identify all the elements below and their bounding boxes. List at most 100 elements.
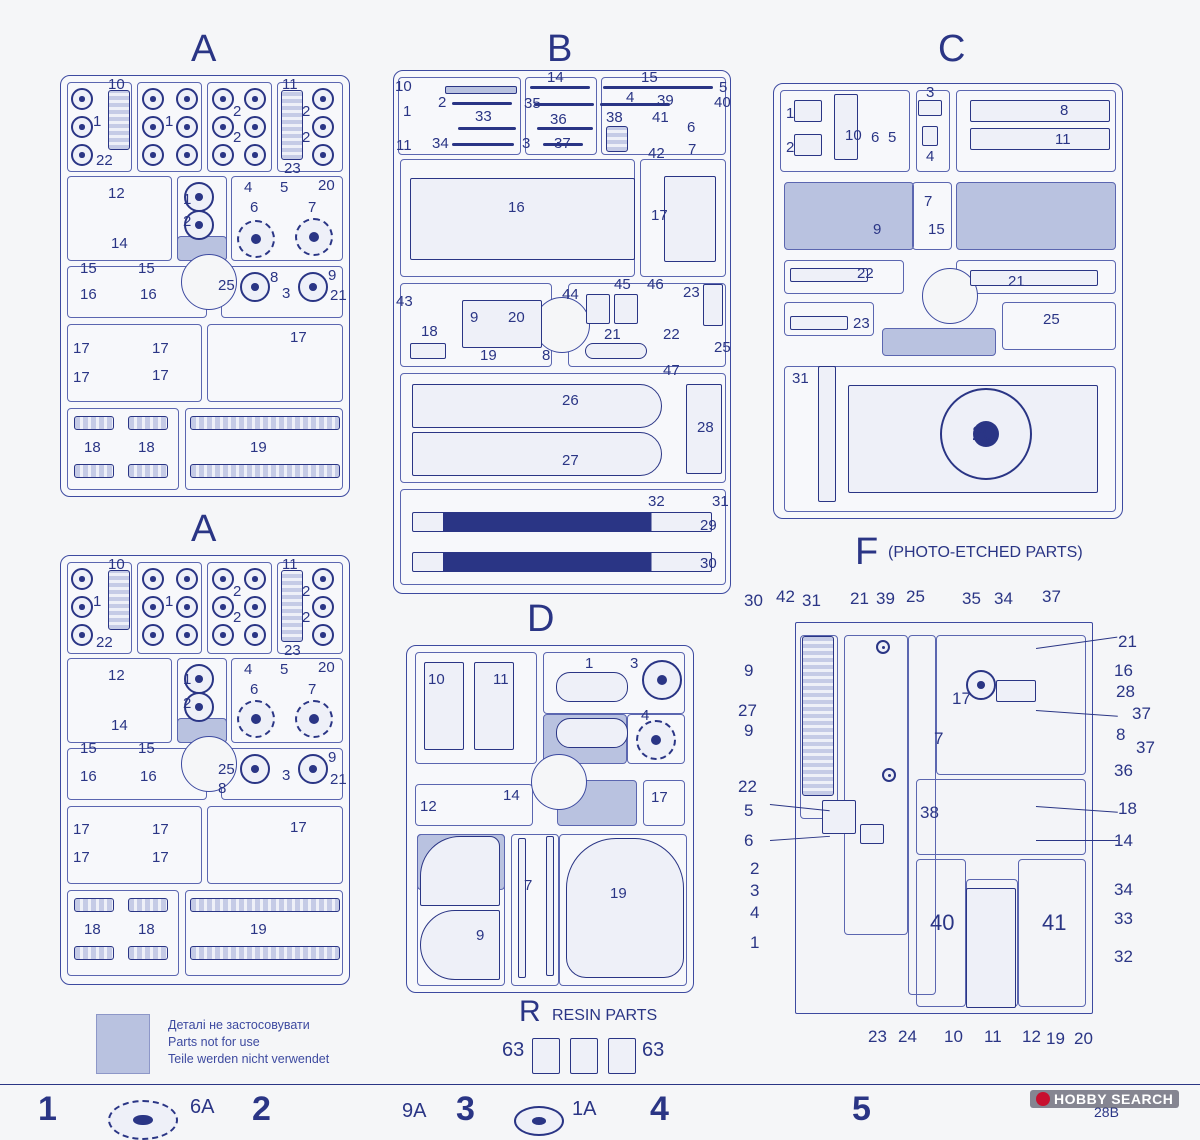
- logo-text: HOBBY SEARCH: [1054, 1091, 1174, 1107]
- d-cell-doors: [415, 652, 537, 764]
- part-number: 7: [934, 729, 944, 748]
- a2-cell-wheels-4: [277, 562, 343, 654]
- road-wheel-icon: [71, 568, 93, 590]
- part-number: 15: [928, 221, 945, 238]
- c-cell-small: [916, 90, 950, 172]
- part-number: 11: [493, 671, 509, 688]
- part-number: 1: [93, 113, 102, 130]
- part-number: 25: [1043, 311, 1060, 328]
- part-number: 5: [888, 129, 897, 146]
- part-number: 12: [1022, 1027, 1041, 1046]
- part-number: 38: [920, 803, 939, 822]
- spoked-wheel-icon: [240, 754, 270, 784]
- part-number: 9: [476, 927, 485, 944]
- part-number: 39: [657, 92, 674, 109]
- part-number: 18: [84, 439, 101, 456]
- c-cell-unused-2: [956, 182, 1116, 250]
- part-number: 32: [1114, 947, 1133, 966]
- road-wheel-icon: [142, 88, 164, 110]
- part-number: 16: [508, 199, 525, 216]
- part-number: 4: [626, 89, 635, 106]
- track-link-icon: [74, 416, 114, 430]
- d-cell-mantlet: [417, 834, 505, 986]
- part-number: 21: [850, 589, 869, 608]
- rod-icon: [543, 143, 583, 146]
- step-ref: 9A: [402, 1100, 427, 1122]
- a2-cell-links-2: [207, 806, 343, 884]
- spoked-wheel-icon: [240, 272, 270, 302]
- sprue-b: [393, 70, 731, 594]
- b-cell-fenders: [400, 373, 726, 483]
- road-wheel-icon: [71, 144, 93, 166]
- step-5: 5: [852, 1090, 871, 1128]
- part-number: 1: [165, 593, 174, 610]
- a-cell-wheels-4: [277, 82, 343, 172]
- track-run-icon: [190, 898, 340, 912]
- a-cell-wheels-3: [207, 82, 272, 172]
- a-cell-sprockets: [231, 176, 343, 261]
- rod-icon: [452, 143, 514, 146]
- part-number: 11: [282, 556, 298, 573]
- plate-part: [686, 384, 722, 474]
- part-number: 19: [250, 439, 267, 456]
- step-ref: 28B: [1094, 1104, 1119, 1120]
- road-wheel-icon: [312, 88, 334, 110]
- part-number: 9: [744, 721, 754, 740]
- part-number: 3: [750, 881, 760, 900]
- part-number: 17: [73, 369, 90, 386]
- part-number: 22: [96, 152, 113, 169]
- part-number: 31: [802, 591, 821, 610]
- pe-bracket-part: [822, 800, 856, 834]
- sprue-a-bottom-title: A: [191, 508, 217, 550]
- part-number: 9: [328, 267, 337, 284]
- part-number: 22: [663, 326, 680, 343]
- pe-panel-top-right: [936, 635, 1086, 775]
- part-number: 5: [719, 79, 728, 96]
- part-number: 6: [250, 199, 259, 216]
- jerrycan-part: [608, 1038, 636, 1074]
- part-number: 41: [652, 109, 669, 126]
- track-segment-icon: [281, 570, 303, 642]
- road-wheel-icon: [212, 596, 234, 618]
- part-number: 10: [944, 1027, 963, 1046]
- c-cell-unused-3: [882, 328, 996, 356]
- d-cell-handles: [415, 784, 533, 826]
- part-number: 17: [290, 819, 307, 836]
- part-number: 39: [876, 589, 895, 608]
- a2-cell-tracks-1: [67, 890, 179, 976]
- road-wheel-icon: [176, 624, 198, 646]
- sprue-r-title: R: [519, 995, 541, 1028]
- sprocket-icon: [237, 220, 275, 258]
- part-number: 17: [651, 207, 668, 224]
- step-ref: 6A: [190, 1096, 215, 1118]
- part-number: 8: [270, 269, 279, 286]
- road-wheel-icon: [312, 144, 334, 166]
- part-number: 21: [604, 326, 621, 343]
- footer-divider: [0, 1084, 1200, 1085]
- sprue-b-title: B: [547, 28, 573, 70]
- lamp-part: [556, 672, 628, 702]
- part-number: 10: [108, 556, 125, 573]
- road-wheel-icon: [312, 624, 334, 646]
- part-number: 12: [108, 185, 125, 202]
- legend-en: Parts not for use: [168, 1035, 260, 1049]
- a2-cell-wheels-1: [67, 562, 132, 654]
- part-number: 21: [330, 287, 347, 304]
- road-wheel-icon: [212, 568, 234, 590]
- part-number: 1: [750, 933, 760, 952]
- a-cell-tracks-1: [67, 408, 179, 490]
- road-wheel-icon: [176, 596, 198, 618]
- part-number: 6: [687, 119, 696, 136]
- part-number: 18: [84, 921, 101, 938]
- part-number: 37: [554, 135, 571, 152]
- part-number: 15: [641, 69, 658, 86]
- unused-strip-part: [818, 366, 836, 502]
- part-number: 17: [152, 340, 169, 357]
- part-number: 23: [683, 284, 700, 301]
- part-number: 16: [140, 768, 157, 785]
- b-cell-rods-2: [525, 77, 597, 155]
- road-wheel-icon: [312, 568, 334, 590]
- part-number: 11: [282, 76, 298, 93]
- part-number: 2: [302, 609, 311, 626]
- track-segment-icon: [108, 90, 130, 150]
